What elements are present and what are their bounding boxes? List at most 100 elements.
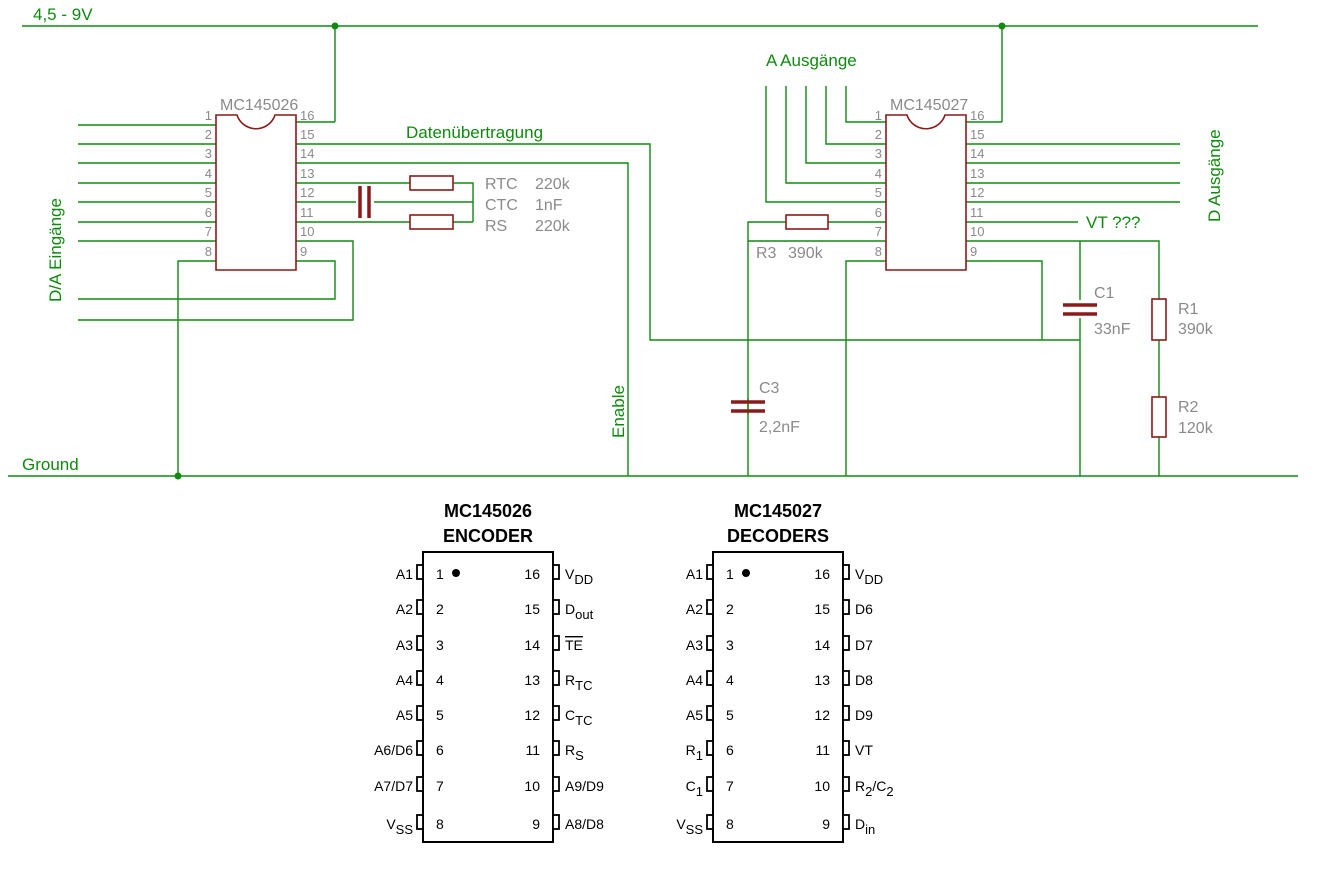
encoder-chip-label: MC145026 <box>220 97 298 114</box>
pin-tab <box>842 599 850 615</box>
pin-tab <box>842 670 850 686</box>
pin-tab <box>706 705 714 721</box>
encoder-wiring <box>78 124 1080 476</box>
pin-number: 14 <box>970 146 984 161</box>
pin-number: 14 <box>524 637 540 653</box>
decoder-package-outline <box>712 551 844 843</box>
decoder-pinout: MC145027 DECODERS 1A12A23A34A45A56R17C18… <box>676 501 894 843</box>
pin-tab <box>842 740 850 756</box>
pin-number: 3 <box>726 637 734 653</box>
pin-label: VSS <box>386 816 413 837</box>
pin-number: 16 <box>814 566 830 582</box>
rs-name: RS <box>485 218 507 235</box>
decoder-wiring <box>747 86 1180 476</box>
pin-tab <box>706 740 714 756</box>
pin-tab <box>416 740 424 756</box>
pin-label: Dout <box>565 601 594 622</box>
pin-label: R2/C2 <box>855 778 894 799</box>
pin-tab <box>552 705 560 721</box>
pin-label: RS <box>565 742 584 763</box>
pin-tab <box>842 564 850 580</box>
pin-number: 6 <box>436 742 444 758</box>
rs-value: 220k <box>535 218 571 235</box>
pin-tab <box>706 599 714 615</box>
pin-number: 13 <box>814 672 830 688</box>
pin-label: R1 <box>686 742 703 763</box>
pin-number: 5 <box>436 707 444 723</box>
pin-label: A4 <box>686 672 703 688</box>
pin-number: 8 <box>726 816 734 832</box>
pin-label: D8 <box>855 672 873 688</box>
pin-number: 4 <box>436 672 444 688</box>
pin-label: A5 <box>396 707 413 723</box>
pin-number: 1 <box>875 108 882 123</box>
pin-number: 12 <box>970 185 984 200</box>
pin-number: 16 <box>300 108 314 123</box>
pin-number: 4 <box>875 166 882 181</box>
pin-label: D7 <box>855 637 873 653</box>
pin-number: 2 <box>726 601 734 617</box>
rs-resistor <box>409 214 454 230</box>
pin-tab <box>842 705 850 721</box>
pin-number: 15 <box>300 127 314 142</box>
pin-label: A2 <box>396 601 413 617</box>
r1-name: R1 <box>1178 301 1199 318</box>
pin-number: 14 <box>300 146 314 161</box>
pin-label: RTC <box>565 672 592 693</box>
pin-number: 16 <box>970 108 984 123</box>
pin-number: 13 <box>524 672 540 688</box>
pin-label: TE <box>565 637 583 653</box>
decoder-pinout-subtitle: DECODERS <box>727 526 829 546</box>
decoder-pinout-title: MC145027 <box>734 501 822 521</box>
c1-value: 33nF <box>1094 321 1131 338</box>
c3-capacitor <box>731 400 765 413</box>
pin-number: 9 <box>300 244 307 259</box>
pin-number: 12 <box>300 185 314 200</box>
pin-tab <box>552 670 560 686</box>
pin-number: 5 <box>726 707 734 723</box>
pin1-marker <box>452 569 460 577</box>
pin-number: 2 <box>205 127 212 142</box>
encoder-pinout-subtitle: ENCODER <box>443 526 533 546</box>
pin-tab <box>416 705 424 721</box>
pin-number: 9 <box>822 816 830 832</box>
pin-number: 1 <box>205 108 212 123</box>
ctc-capacitor <box>358 186 371 218</box>
pin-tab <box>552 740 560 756</box>
pin-number: 10 <box>300 224 314 239</box>
pin-tab <box>416 599 424 615</box>
supply-label: 4,5 - 9V <box>33 5 93 24</box>
ctc-name: CTC <box>485 197 518 214</box>
junction-dot <box>998 22 1006 30</box>
pin-number: 9 <box>970 244 977 259</box>
pin-number: 10 <box>814 778 830 794</box>
pin-number: 2 <box>436 601 444 617</box>
pin-tab <box>842 635 850 651</box>
pin-number: 12 <box>814 707 830 723</box>
encoder-package-outline <box>422 551 554 843</box>
pin-label: A3 <box>396 637 413 653</box>
pin-number: 11 <box>970 205 984 220</box>
pin-label: C1 <box>686 778 703 799</box>
r1-resistor <box>1151 298 1167 341</box>
pin-number: 9 <box>532 816 540 832</box>
a-outputs-label: A Ausgänge <box>766 51 857 70</box>
pin-tab <box>706 670 714 686</box>
pin-label: D9 <box>855 707 873 723</box>
vt-label: VT ??? <box>1086 213 1141 232</box>
pin-label: VDD <box>565 566 593 587</box>
pin-number: 8 <box>205 244 212 259</box>
pin-number: 6 <box>726 742 734 758</box>
pin-tab <box>552 599 560 615</box>
c1-capacitor <box>1063 303 1097 316</box>
pin-number: 6 <box>205 205 212 220</box>
pin-tab <box>552 814 560 830</box>
encoder-component-labels: RTC 220k CTC 1nF RS 220k <box>485 176 571 235</box>
pin-number: 7 <box>875 224 882 239</box>
pin-tab <box>552 635 560 651</box>
pin-number: 11 <box>815 742 830 758</box>
